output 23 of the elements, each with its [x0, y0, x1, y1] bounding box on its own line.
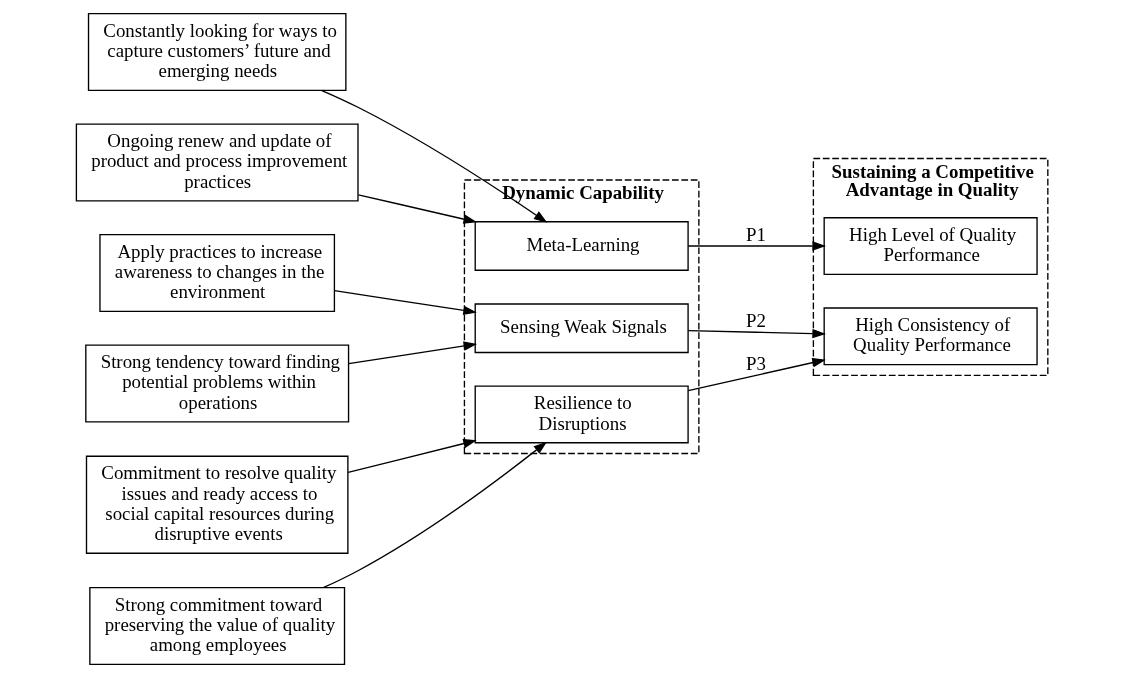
arrow — [333, 290, 477, 316]
arrow — [347, 341, 477, 365]
node-box: Commitment to resolve quality issues and ready access to social capital resources during disruptive events — [85, 455, 349, 554]
arrow — [687, 241, 826, 251]
node-box: Ongoing renew and update of product and process improvement practices — [75, 123, 359, 202]
arrow — [687, 358, 826, 392]
arrow — [357, 194, 477, 224]
node-box: Constantly looking for ways to capture customers’ future and emerging needs — [87, 12, 347, 92]
arrow — [346, 438, 477, 474]
node-box: Strong commitment toward preserving the value of quality among employees — [88, 586, 345, 666]
arrow — [320, 89, 547, 223]
node-box: High Consistency of Quality Performance — [823, 307, 1038, 366]
edge-label: P1 — [745, 223, 766, 245]
node-box: Strong tendency toward finding potential problems within operations — [84, 344, 349, 423]
node-box: High Level of Quality Performance — [823, 217, 1038, 275]
edge-label: P2 — [745, 310, 766, 332]
node-box: Sensing Weak Signals — [474, 303, 689, 354]
arrow — [687, 328, 826, 339]
node-box: Meta-Learning — [474, 221, 689, 271]
arrow — [322, 441, 547, 589]
node-box: Apply practices to increase awareness to changes in the environment — [98, 233, 335, 313]
node-box: Resilience to Disruptions — [474, 385, 689, 444]
edge-label: P3 — [745, 353, 766, 375]
